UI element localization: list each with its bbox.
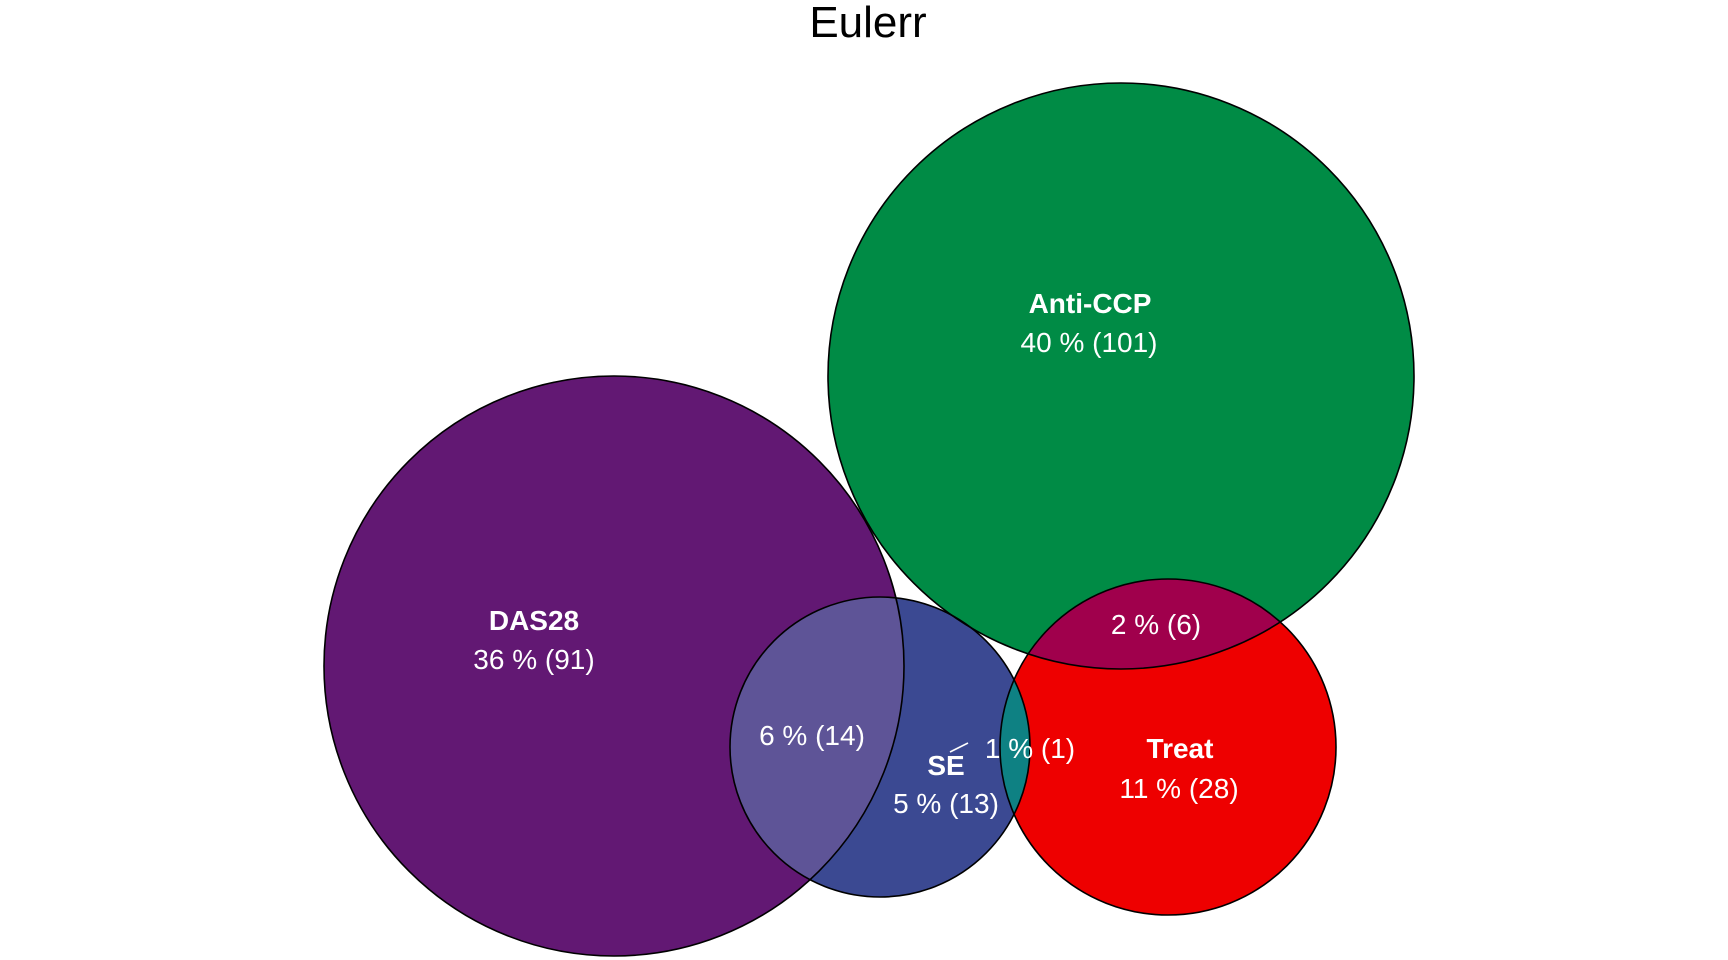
label-anticcp-count: 40 % (101) <box>1021 327 1158 358</box>
leader-line-se-treat <box>949 742 969 753</box>
label-treat-name: Treat <box>1147 733 1214 764</box>
label-se-name: SE <box>927 750 964 781</box>
set-das28-outline <box>323 375 905 957</box>
label-das28-name: DAS28 <box>489 605 579 636</box>
set-anticcp-outline <box>827 82 1415 670</box>
label-treat-count: 11 % (28) <box>1119 773 1238 804</box>
label-se-count: 5 % (13) <box>893 788 999 819</box>
label-das28-count: 36 % (91) <box>473 644 594 675</box>
set-treat-outline <box>999 578 1337 916</box>
label-se-treat-count: 1 % (1) <box>985 733 1075 764</box>
diagram-title: Eulerr <box>809 0 927 47</box>
set-anticcp-circle <box>828 83 1414 669</box>
label-anticcp-treat-count: 2 % (6) <box>1111 609 1201 640</box>
label-das28-se-count: 6 % (14) <box>759 720 865 751</box>
set-se-outline <box>729 596 1031 898</box>
label-anticcp-name: Anti-CCP <box>1029 288 1152 319</box>
region-das28-se <box>730 597 904 897</box>
